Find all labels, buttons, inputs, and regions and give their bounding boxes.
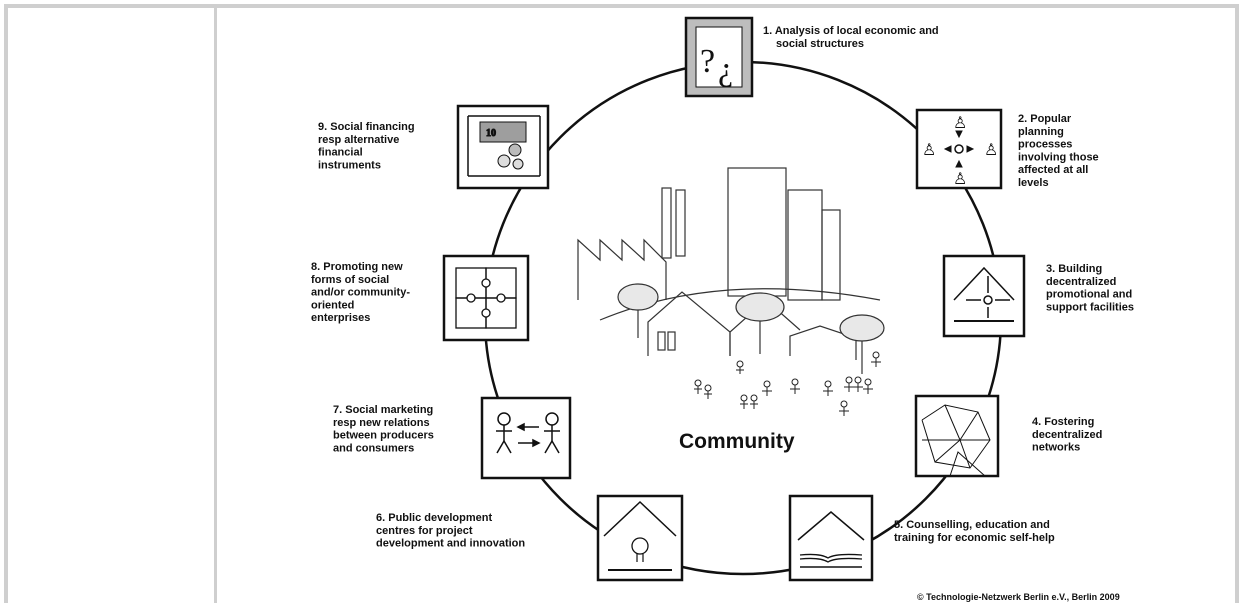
step-6-label-line: centres for project [376,525,473,537]
svg-text:♙: ♙ [922,140,936,159]
step-7-label-line: 7. Social marketing [333,404,433,416]
step-6-label-line: development and innovation [376,538,525,550]
step-2-label-line: 2. Popular [1018,113,1072,125]
step-4-label-line: networks [1032,442,1080,454]
step-2-label-line: affected at all [1018,164,1088,176]
step-8-label-line: forms of social [311,274,389,286]
step-1-label-line: social structures [776,38,864,50]
step-5-label-line: 5. Counselling, education and [894,519,1050,531]
step-9-label-line: resp alternative [318,134,399,146]
step-3-label-line: promotional and [1046,289,1132,301]
step-8-label-line: 8. Promoting new [311,261,403,273]
step-7-label-line: and consumers [333,442,414,454]
svg-text:♙: ♙ [953,113,967,132]
step-1-icon: ? ¿ [684,16,754,98]
step-1-label-line: 1. Analysis of local economic and [763,25,939,37]
step-2-icon: ♙ ♙ ♙ ♙ [915,108,1003,190]
step-8-icon [442,254,530,342]
step-3-label-line: decentralized [1046,276,1116,288]
step-8-label-line: oriented [311,299,354,311]
step-4-label-line: 4. Fostering [1032,416,1094,428]
step-6-label-line: 6. Public development [376,512,492,524]
copyright-notice: © Technologie-Netzwerk Berlin e.V., Berl… [917,592,1120,602]
step-9-label-line: financial [318,147,363,159]
top-border [4,4,1239,8]
community-illustration [577,167,885,416]
step-9-label-line: 9. Social financing [318,121,415,133]
svg-text:♙: ♙ [953,169,967,188]
crowd [694,351,881,416]
step-5-label-line: training for economic self-help [894,532,1055,544]
step-4-label-line: decentralized [1032,429,1102,441]
tree-right [839,314,885,374]
step-9-icon: 10 [456,104,550,190]
step-6-icon [596,494,684,582]
step-4-icon [914,394,1000,478]
money-note-label: 10 [486,128,496,139]
sidebar-divider [214,8,217,603]
right-border [1235,4,1239,603]
tree-middle [735,292,785,354]
step-2-label-line: processes [1018,139,1072,151]
step-2-label-line: planning [1018,126,1064,138]
step-5-icon [788,494,874,582]
step-3-icon [942,254,1026,338]
step-7-icon [480,396,572,480]
step-2-label-line: involving those [1018,151,1099,163]
left-border [4,4,8,603]
step-3-label-line: support facilities [1046,301,1134,313]
svg-text:?: ? [700,43,715,80]
step-2-label-line: levels [1018,177,1049,189]
step-8-label-line: enterprises [311,312,370,324]
center-label: Community [679,430,795,453]
svg-text:¿: ¿ [718,51,733,88]
step-9-label-line: instruments [318,159,381,171]
step-8-label-line: and/or community- [311,287,410,299]
step-7-label-line: resp new relations [333,417,430,429]
step-3-label-line: 3. Building [1046,263,1102,275]
tree-left [617,283,659,338]
svg-text:♙: ♙ [984,140,998,159]
step-7-label-line: between producers [333,430,434,442]
